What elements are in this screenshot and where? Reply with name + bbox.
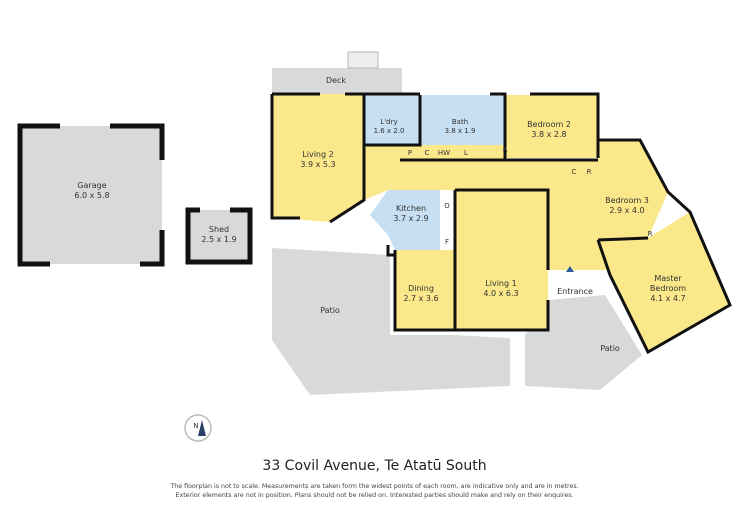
property-address-title: 33 Covil Avenue, Te Atatū South <box>262 458 487 474</box>
bath-label: Bath <box>452 118 468 126</box>
oven-label: O <box>444 202 450 210</box>
garage <box>20 126 162 264</box>
living-2 <box>272 94 364 222</box>
bedroom3-size: 2.9 x 4.0 <box>609 206 644 215</box>
kitchen-label: Kitchen <box>396 204 426 213</box>
bath-size: 3.8 x 1.9 <box>445 127 476 135</box>
shed-label: Shed <box>209 225 229 234</box>
master-size: 4.1 x 4.7 <box>650 294 685 303</box>
north-compass-icon: N <box>184 414 212 442</box>
entrance-label: Entrance <box>557 287 593 296</box>
robe-label-1: R <box>503 146 508 154</box>
exterior-areas <box>20 51 642 395</box>
pantry-label: P <box>408 149 412 157</box>
robe-label-2: R <box>587 168 592 176</box>
shed-size: 2.5 x 1.9 <box>201 235 236 244</box>
garage-size: 6.0 x 5.8 <box>74 191 109 200</box>
room-labels: Garage 6.0 x 5.8 Shed 2.5 x 1.9 Deck Liv… <box>74 76 686 353</box>
living2-label: Living 2 <box>302 150 333 159</box>
laundry <box>364 95 420 145</box>
robe-label-3: R <box>648 230 653 238</box>
dining-size: 2.7 x 3.6 <box>403 294 438 303</box>
laundry-label: L'dry <box>380 118 397 126</box>
dining <box>395 250 455 330</box>
hot-water-label: HW <box>438 149 450 157</box>
living1-label: Living 1 <box>485 279 516 288</box>
patio-right-label: Patio <box>600 344 620 353</box>
laundry-size: 1.6 x 2.0 <box>374 127 405 135</box>
entrance-arrow-icon <box>566 266 574 272</box>
master-label: Master <box>654 274 682 283</box>
bedroom-3 <box>598 140 668 240</box>
deck <box>272 68 402 95</box>
deck-label: Deck <box>326 76 346 85</box>
cupboard-label: C <box>425 149 430 157</box>
walls <box>270 92 732 355</box>
linen-label: L <box>464 149 468 157</box>
living-1 <box>455 190 548 330</box>
fridge-label: F <box>445 238 449 246</box>
living2-size: 3.9 x 5.3 <box>300 160 335 169</box>
deck-stairs <box>347 51 379 69</box>
outbuilding-walls <box>17 123 253 267</box>
shed <box>188 210 250 262</box>
compass-label: N <box>193 422 198 430</box>
bedroom3-label: Bedroom 3 <box>605 196 649 205</box>
garage-label: Garage <box>77 181 106 190</box>
bedroom2-size: 3.8 x 2.8 <box>531 130 566 139</box>
patio-left-label: Patio <box>320 306 340 315</box>
bedroom-2 <box>505 95 598 158</box>
kitchen-size: 3.7 x 2.9 <box>393 214 428 223</box>
bedroom2-label: Bedroom 2 <box>527 120 571 129</box>
dining-label: Dining <box>408 284 434 293</box>
living1-size: 4.0 x 6.3 <box>483 289 518 298</box>
disclaimer-line-1: The floorplan is not to scale. Measureme… <box>170 483 579 490</box>
patio-right <box>525 295 642 390</box>
master-label-2: Bedroom <box>650 284 686 293</box>
patio-left <box>272 248 510 395</box>
disclaimer-line-2: Exterior elements are not in position. P… <box>175 492 574 499</box>
cupboard-label-2: C <box>572 168 577 176</box>
kitchen <box>370 190 440 250</box>
